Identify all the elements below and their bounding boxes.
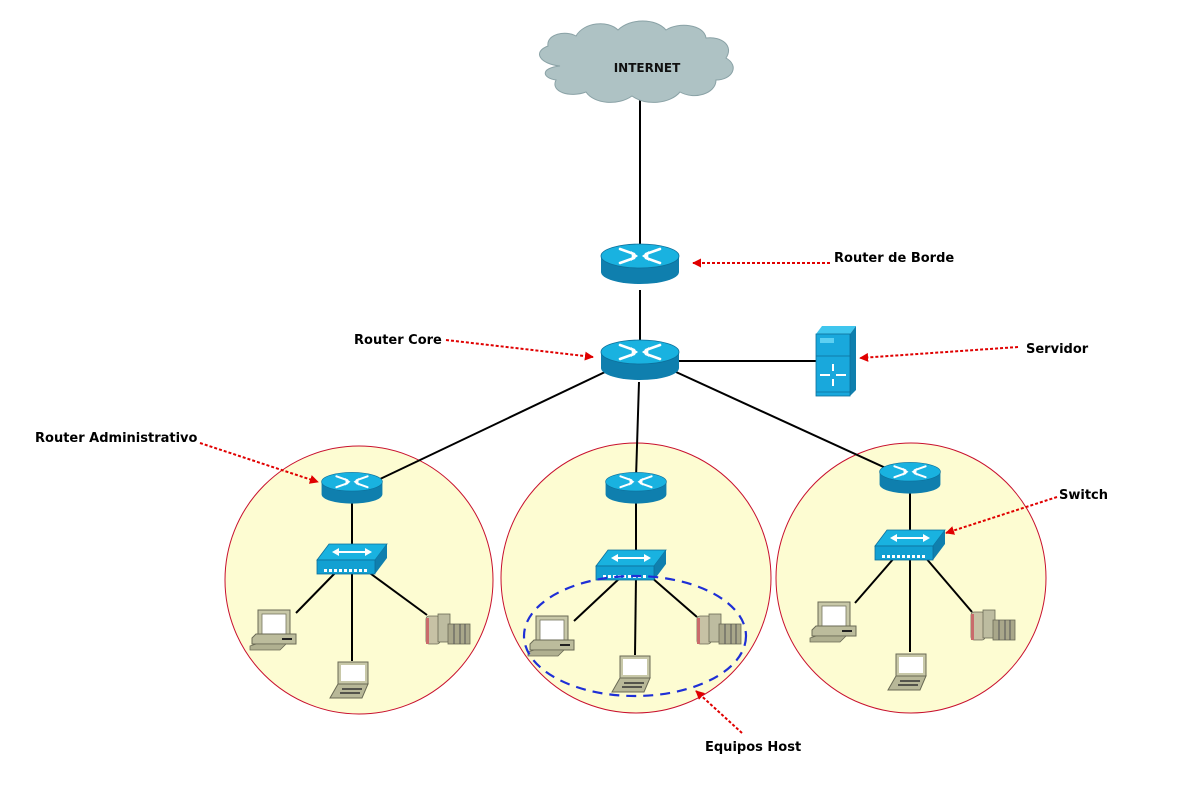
server[interactable] bbox=[815, 326, 856, 397]
router-icon bbox=[604, 471, 668, 505]
arrow-equipos-host bbox=[695, 690, 743, 734]
router-icon bbox=[599, 338, 681, 382]
link-core-zone-3 bbox=[675, 371, 891, 471]
router-icon bbox=[599, 242, 681, 286]
server-icon bbox=[815, 326, 856, 397]
arrow-switch bbox=[945, 496, 1058, 535]
link-z2-switch-pc bbox=[573, 576, 622, 622]
label-switch: Switch bbox=[1059, 488, 1108, 503]
host-group-outline bbox=[522, 574, 748, 698]
label-router-borde: Router de Borde bbox=[834, 251, 954, 266]
internet-label: INTERNET bbox=[614, 61, 681, 75]
label-router-core: Router Core bbox=[354, 333, 442, 348]
label-servidor: Servidor bbox=[1026, 342, 1089, 357]
annotations bbox=[199, 258, 1058, 734]
router-borde[interactable] bbox=[599, 242, 681, 286]
link-z1-switch-pc bbox=[295, 570, 338, 614]
link-core-zone-2 bbox=[635, 381, 640, 479]
cloud-icon bbox=[539, 20, 734, 103]
arrow-router-admin bbox=[199, 442, 319, 484]
link-z1-switch-mainframe bbox=[366, 570, 428, 616]
zone-3-router[interactable] bbox=[878, 461, 942, 495]
link-core-zone-1 bbox=[377, 371, 606, 481]
switch-icon bbox=[595, 549, 667, 581]
router-icon bbox=[320, 471, 384, 505]
zone-3-switch[interactable] bbox=[874, 529, 946, 561]
zone-1-router[interactable] bbox=[320, 471, 384, 505]
link-z2-switch-mainframe bbox=[650, 576, 698, 618]
links bbox=[295, 100, 973, 661]
switch-icon bbox=[316, 543, 388, 575]
label-router-administrativo: Router Administrativo bbox=[35, 431, 198, 446]
router-icon bbox=[878, 461, 942, 495]
internet-cloud: INTERNET bbox=[539, 20, 734, 103]
zone-2-router[interactable] bbox=[604, 471, 668, 505]
arrow-servidor bbox=[859, 346, 1019, 362]
arrow-router-core bbox=[445, 339, 594, 361]
switch-icon bbox=[874, 529, 946, 561]
link-z3-switch-pc bbox=[854, 556, 896, 604]
label-equipos-host: Equipos Host bbox=[705, 740, 801, 755]
router-core[interactable] bbox=[599, 338, 681, 382]
zone-2-switch[interactable] bbox=[595, 549, 667, 581]
zone-1-boundary bbox=[224, 445, 494, 715]
zone-1-switch[interactable] bbox=[316, 543, 388, 575]
link-z3-switch-mainframe bbox=[924, 556, 973, 613]
link-z2-switch-laptop bbox=[634, 576, 637, 656]
